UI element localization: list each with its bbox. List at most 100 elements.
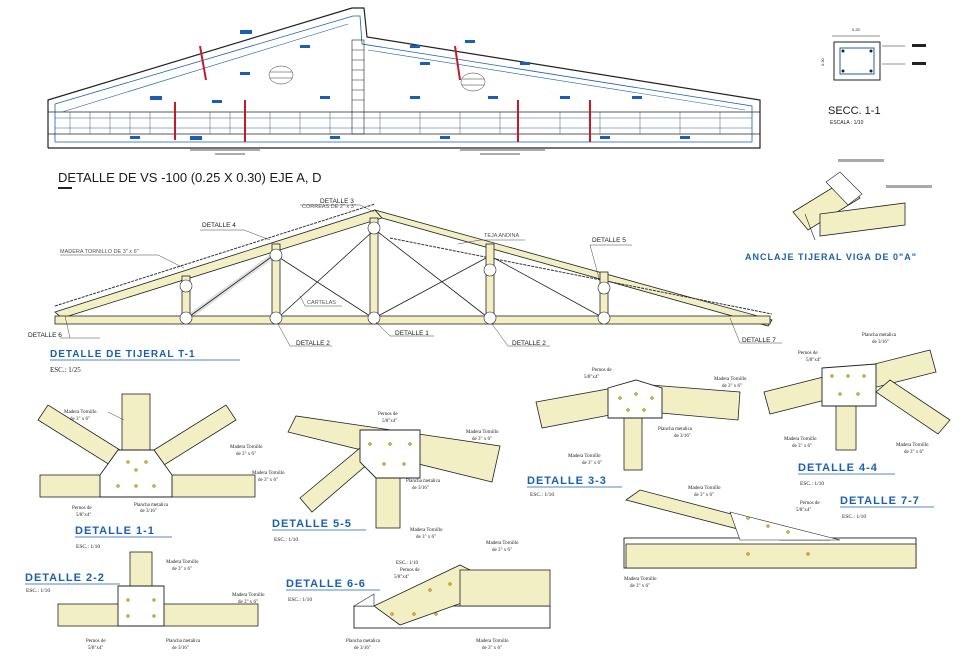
d33-scale: ESC.: 1/10 bbox=[530, 492, 554, 498]
d55-planchab: de 3/16" bbox=[412, 486, 429, 491]
d11-madera1b: de 3" x 6" bbox=[70, 417, 90, 422]
d44-madera1: Madera Tornillo bbox=[784, 437, 817, 442]
label-detalle-1: DETALLE 1 bbox=[395, 330, 429, 337]
d22-madera1: Madera Tornillo bbox=[166, 560, 199, 565]
secc-title: SECC. 1-1 bbox=[828, 105, 881, 117]
detail-2-2: Madera Tornillo de 3" x 6" Madera Tornil… bbox=[25, 551, 265, 651]
label-teja-andina: TEJA ANDINA bbox=[484, 233, 519, 239]
label-detalle-3: DETALLE 3 bbox=[320, 198, 354, 205]
d77-scale: ESC.: 1/10 bbox=[842, 514, 866, 520]
anchorage-title: ANCLAJE TIJERAL VIGA DE 0"A" bbox=[745, 252, 917, 262]
d11-madera2b: de 3" x 6" bbox=[236, 452, 256, 457]
d66-pernos: Pernos de bbox=[400, 568, 420, 573]
d55-madera2: Madera Tornillo bbox=[252, 471, 285, 476]
label-cartelas: CARTELAS bbox=[307, 300, 336, 306]
d55-title: DETALLE 5-5 bbox=[272, 518, 352, 530]
detail-1-1: Madera Tornillo de 3" x 6" Madera Tornil… bbox=[37, 393, 263, 550]
d11-plancha: Plancha metalica bbox=[134, 503, 169, 508]
d22-pernos: Pernos de bbox=[86, 639, 106, 644]
d33-title: DETALLE 3-3 bbox=[527, 475, 607, 487]
detail-4-4: Plancha metalica de 3/16" Pernos de 5/8"… bbox=[763, 333, 951, 487]
d22-planchab: de 3/16" bbox=[172, 646, 189, 651]
d77-madera2: Madera Tornillo bbox=[624, 577, 657, 582]
label-detalle-4: DETALLE 4 bbox=[202, 222, 236, 229]
d66-madera1: Madera Tornillo bbox=[486, 541, 519, 546]
d55-madera3b: de 3" x 6" bbox=[416, 535, 436, 540]
d66-pernosb: 5/8"x4" bbox=[394, 575, 409, 580]
label-detalle-7: DETALLE 7 bbox=[742, 337, 776, 344]
d66-title: DETALLE 6-6 bbox=[286, 578, 366, 590]
truss-scale: ESC.: 1/25 bbox=[50, 366, 81, 374]
truss-title: DETALLE DE TIJERAL T-1 bbox=[50, 349, 196, 360]
d44-madera2: Madera Tornillo bbox=[896, 443, 929, 448]
d11-title: DETALLE 1-1 bbox=[75, 525, 155, 537]
d77-title: DETALLE 7-7 bbox=[840, 495, 920, 507]
d77-pernos: Pernos de bbox=[800, 501, 820, 506]
d11-scale: ESC.: 1/10 bbox=[76, 544, 100, 550]
d22-madera2b: de 3" x 6" bbox=[238, 600, 258, 605]
secc-dim-height: 0.30 bbox=[820, 57, 825, 66]
d66-planchab: de 3/16" bbox=[354, 646, 371, 651]
secc-dim-width: 0.25 bbox=[852, 27, 861, 32]
detail-3-3: Pernos de 5/8"x4" Madera Tornillo de 3" … bbox=[527, 368, 747, 498]
d44-planchab: de 3/16" bbox=[872, 340, 889, 345]
d33-plancha: Plancha metalica bbox=[658, 427, 693, 432]
d44-madera1b: de 3" x 6" bbox=[792, 444, 812, 449]
label-detalle-6: DETALLE 6 bbox=[28, 332, 62, 339]
d55-madera1: Madera Tornillo bbox=[466, 430, 499, 435]
d33-pernos: Pernos de bbox=[592, 368, 612, 373]
d77-madera1b: de 3" x 6" bbox=[694, 493, 714, 498]
d66-esc2: ESC.: 1/10 bbox=[396, 561, 418, 566]
truss-elevation: CORREAS DE 2" x 3" DETALLE 3 DETALLE 4 M… bbox=[28, 198, 782, 374]
section-1-1: 0.25 0.30 SECC. 1-1 ESCALA : 1/10 bbox=[820, 27, 926, 126]
label-madera-tornillo: MADERA TORNILLO DE 3" x 6" bbox=[60, 249, 139, 255]
d77-pernosb: 5/8"x4" bbox=[796, 508, 811, 513]
d44-pernos: Pernos de bbox=[798, 351, 818, 356]
anchorage-detail: ANCLAJE TIJERAL VIGA DE 0"A" bbox=[745, 159, 932, 262]
d22-plancha: Plancha metalica bbox=[166, 639, 201, 644]
d33-planchab: de 3/16" bbox=[674, 434, 691, 439]
detail-6-6: ESC.: 1/10 Pernos de 5/8"x4" Madera Torn… bbox=[286, 541, 551, 651]
label-correas: CORREAS DE 2" x 3" bbox=[302, 204, 356, 210]
d44-pernosb: 5/8"x4" bbox=[806, 358, 821, 363]
d44-scale: ESC.: 1/10 bbox=[800, 481, 824, 487]
d77-madera2b: de 3" x 6" bbox=[630, 584, 650, 589]
beam-detail-title: DETALLE DE VS -100 (0.25 X 0.30) EJE A, … bbox=[58, 170, 322, 185]
d11-pernos: Pernos de bbox=[72, 506, 92, 511]
d22-madera2: Madera Tornillo bbox=[232, 593, 265, 598]
d22-scale: ESC.: 1/10 bbox=[26, 588, 50, 594]
d33-pernosb: 5/8"x4" bbox=[584, 375, 599, 380]
d22-madera1b: de 3" x 6" bbox=[172, 567, 192, 572]
d55-scale: ESC.: 1/10 bbox=[274, 537, 298, 543]
d55-pernosb: 5/8"x4" bbox=[382, 419, 397, 424]
secc-scale: ESCALA : 1/10 bbox=[830, 120, 864, 126]
d66-scale: ESC.: 1/10 bbox=[288, 597, 312, 603]
d66-madera1b: de 3" x 6" bbox=[492, 548, 512, 553]
d55-madera2b: de 3" x 6" bbox=[258, 478, 278, 483]
d11-pernosb: 5/8"x4" bbox=[76, 513, 91, 518]
d22-pernosb: 5/8"x4" bbox=[88, 646, 103, 651]
label-detalle-5: DETALLE 5 bbox=[592, 237, 626, 244]
d55-plancha: Plancha metalica bbox=[406, 479, 441, 484]
label-detalle-2-a: DETALLE 2 bbox=[296, 340, 330, 347]
d11-planchab: de 3/16" bbox=[140, 509, 157, 514]
d11-madera2: Madera Tornillo bbox=[230, 445, 263, 450]
d22-title: DETALLE 2-2 bbox=[25, 572, 105, 584]
d66-madera2: Madera Tornillo bbox=[476, 639, 509, 644]
label-detalle-2-b: DETALLE 2 bbox=[512, 340, 546, 347]
brick-symbol-icon bbox=[268, 65, 486, 92]
detail-7-7: Madera Tornillo de 3" x 6" Pernos de 5/8… bbox=[623, 486, 934, 589]
d44-madera2b: de 3" x 6" bbox=[904, 450, 924, 455]
d44-plancha: Plancha metalica bbox=[862, 333, 897, 338]
d33-madera2: Madera Tornillo bbox=[568, 454, 601, 459]
d77-madera1: Madera Tornillo bbox=[688, 486, 721, 491]
detail-5-5: Pernos de 5/8"x4" Madera Tornillo de 3" … bbox=[252, 412, 501, 543]
d55-madera1b: de 3" x 6" bbox=[472, 437, 492, 442]
d33-madera1b: de 3" x 6" bbox=[722, 384, 742, 389]
d66-plancha: Plancha metalica bbox=[346, 639, 381, 644]
d55-madera3: Madera Tornillo bbox=[410, 528, 443, 533]
d55-pernos: Pernos de bbox=[378, 412, 398, 417]
d66-madera2b: de 3" x 6" bbox=[482, 646, 502, 651]
d33-madera1: Madera Tornillo bbox=[714, 377, 747, 382]
